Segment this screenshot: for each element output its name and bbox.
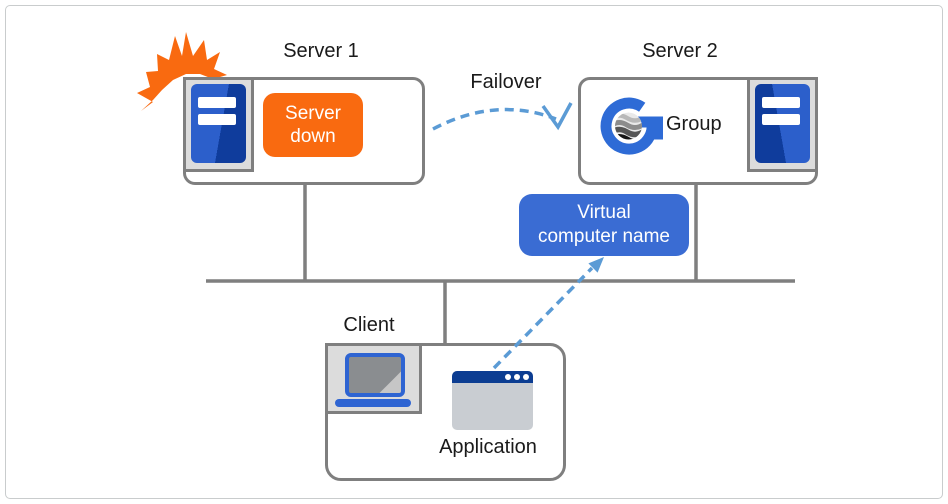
explosion-icon: [137, 32, 227, 111]
failover-arrow: [432, 107, 557, 131]
server-slot-icon: [198, 114, 236, 125]
client-title: Client: [343, 314, 395, 336]
server-slot-icon: [762, 114, 800, 125]
application-arrowhead-icon: [588, 257, 604, 273]
failover-label: Failover: [470, 71, 542, 93]
laptop-screen-icon: [345, 353, 405, 397]
laptop-base-icon: [335, 399, 411, 407]
server-down-badge: Server down: [263, 93, 363, 157]
server1-icon: [183, 77, 254, 172]
laptop-icon: [325, 343, 422, 414]
window-dot-icon: [523, 374, 529, 380]
virtual-name-line2: computer name: [537, 226, 670, 247]
server-slot-icon: [198, 97, 236, 108]
server1-title: Server 1: [283, 40, 359, 62]
application-label: Application: [439, 436, 537, 458]
server2-title: Server 2: [642, 40, 718, 62]
group-sphere-icon: [615, 112, 642, 140]
failover-arrowhead-icon: [541, 102, 573, 131]
server2-icon: [747, 77, 818, 172]
application-to-virtual-arrow: [492, 266, 594, 370]
server-tower-icon: [755, 84, 810, 163]
group-label: Group: [666, 113, 722, 135]
virtual-name-line1: Virtual: [577, 202, 631, 223]
server-down-line1: Server: [285, 103, 341, 124]
server-down-line2: down: [290, 126, 336, 147]
window-dot-icon: [505, 374, 511, 380]
virtual-computer-name-badge: Virtual computer name: [519, 194, 689, 256]
application-window-icon: [452, 371, 533, 430]
window-dot-icon: [514, 374, 520, 380]
server-tower-icon: [191, 84, 246, 163]
window-titlebar-icon: [452, 371, 533, 383]
server-slot-icon: [762, 97, 800, 108]
group-icon: [600, 97, 663, 155]
